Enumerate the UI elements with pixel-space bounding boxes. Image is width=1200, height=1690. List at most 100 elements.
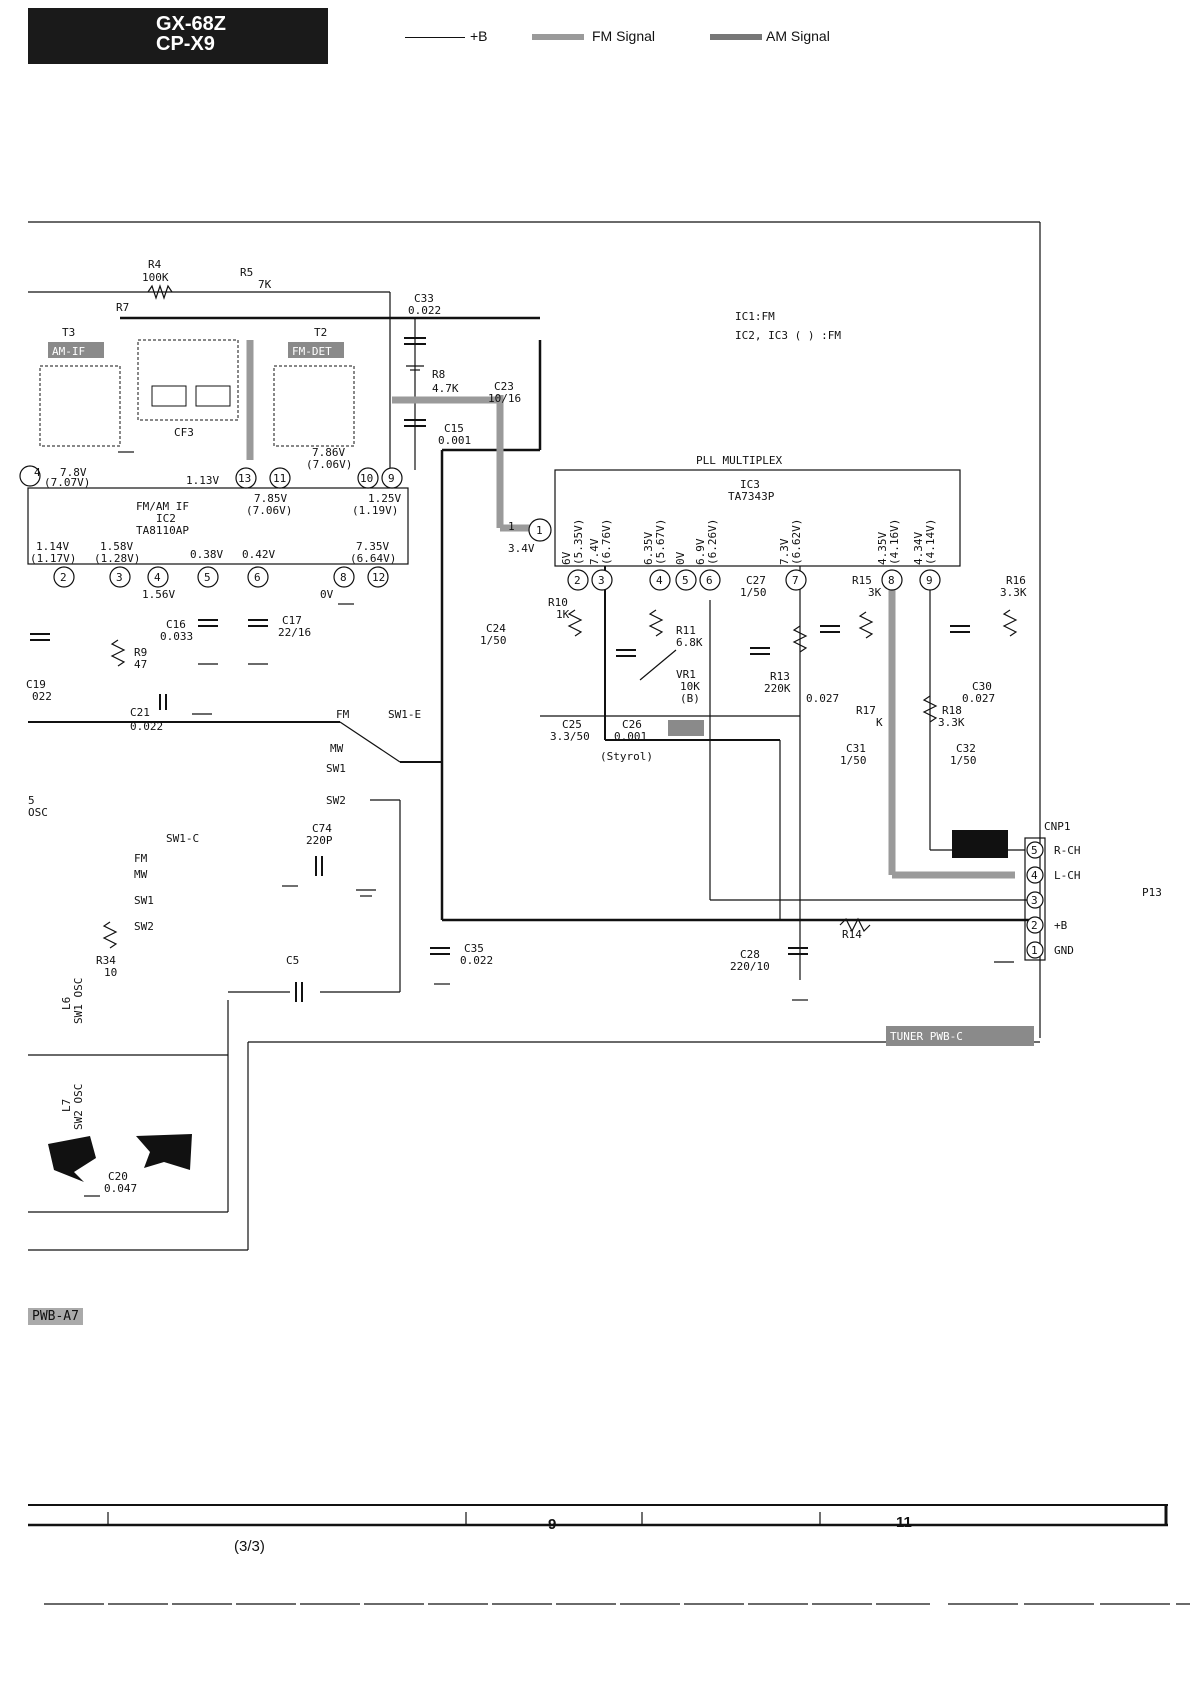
volt-p14: 7.8V [60,466,87,479]
label-vr1: VR1 [676,668,696,681]
label-c31-val: 1/50 [840,754,867,767]
volt-ic3-p9b: (4.14V) [924,519,937,565]
pin-ic2-10: 10 [360,472,373,485]
volt-p9b: (1.19V) [352,504,398,517]
coil-l7: L7 [60,1099,73,1112]
volt-ic3-p2b: (5.35V) [572,519,585,565]
label-r9: R9 [134,646,147,659]
volt-ic3-p2: 6V [560,551,573,565]
label-r4: R4 [148,258,162,271]
connector-pin-4: 4 [1031,869,1038,882]
model-line1: GX-68Z [156,13,227,35]
label-c23-val: 10/16 [488,392,521,405]
note-ic2-ic3: IC2, IC3 ( ) :FM [735,329,841,342]
label-c20: C20 [108,1170,128,1183]
am-signal-arrow-icon [710,34,762,40]
volt-ic3-in: 3.4V [508,542,535,555]
label-c32: C32 [956,742,976,755]
board-tuner: TUNER PWB-C [890,1030,963,1043]
switch-sw1c: SW1-C [166,832,199,845]
fm-signal-arrow-icon [532,34,584,40]
plus-b-line-icon [405,37,465,38]
pin-ic2-8: 8 [340,571,347,584]
volt-p11b: (7.06V) [306,458,352,471]
column-9: 9 [548,1516,557,1533]
connector-gnd: GND [1054,944,1074,957]
label-r9-val: 47 [134,658,147,671]
volt-p9: 1.25V [368,492,401,505]
coil-l7-osc: SW2 OSC [72,1084,85,1130]
label-c74-val: 220P [306,834,333,847]
label-c-027: 0.027 [806,692,839,705]
volt-ic3-p7b: (6.62V) [790,519,803,565]
label-r18-val: 3.3K [938,716,965,729]
label-r8: R8 [432,368,445,381]
tag-t2: FM-DET [292,345,332,358]
switch-c-sw2: SW2 [134,920,154,933]
sheet-number: (3/3) [234,1538,265,1555]
volt-p12b: (6.64V) [350,552,396,565]
volt-ic3-p6: 6.9V [694,538,707,565]
volt-ic3-p9: 4.34V [912,532,925,565]
volt-p8: 0V [320,588,334,601]
column-11: 11 [896,1514,912,1531]
label-c31: C31 [846,742,866,755]
switch-sw1: SW1 [326,762,346,775]
note-ic1: IC1:FM [735,310,775,323]
volt-p3b: (1.28V) [94,552,140,565]
volt-p4: 1.56V [142,588,175,601]
volt-p11c: 7.85V [254,492,287,505]
label-r11: R11 [676,624,696,637]
label-c25: C25 [562,718,582,731]
label-c28: C28 [740,948,760,961]
label-c74: C74 [312,822,332,835]
label-r11-val: 6.8K [676,636,703,649]
label-c27-val: 1/50 [740,586,767,599]
label-c23: C23 [494,380,514,393]
pin-ic2-6: 6 [254,571,261,584]
ic3-ref: IC3 [740,478,760,491]
switch-c-mw: MW [134,868,148,881]
pin-ic3-1b: 1 [536,524,543,537]
label-cf3: CF3 [174,426,194,439]
pin-ic3-6: 6 [706,574,713,587]
volt-ic3-p8: 4.35V [876,532,889,565]
label-c33-val: 0.022 [408,304,441,317]
volt-p1b: (1.17V) [30,552,76,565]
pin-ic3-2: 2 [574,574,581,587]
label-c15-val: 0.001 [438,434,471,447]
model-label: GX-68Z CP-X9 [28,8,328,64]
label-c35-val: 0.022 [460,954,493,967]
label-r10: R10 [548,596,568,609]
ic3-title: PLL MULTIPLEX [696,454,782,467]
label-c17-val: 22/16 [278,626,311,639]
pin-ic2-4: 4 [154,571,161,584]
label-c17: C17 [282,614,302,627]
label-r13: R13 [770,670,790,683]
pin-ic3-7: 7 [792,574,799,587]
label-c16: C16 [166,618,186,631]
label-c33: C33 [414,292,434,305]
label-r17: R17 [856,704,876,717]
label-r18: R18 [942,704,962,717]
volt-p3: 1.58V [100,540,133,553]
label-c28-val: 220/10 [730,960,770,973]
legend-fm-signal: FM Signal [592,28,656,44]
pin-ic2-11: 11 [273,472,286,485]
label-r13-val: 220K [764,682,791,695]
label-r17-val: K [876,716,883,729]
label-r7: R7 [116,301,129,314]
label-vr1-b: (B) [680,692,700,705]
label-r10-val: 1K [556,608,570,621]
label-r5: R5 [240,266,253,279]
label-r16-val: 3.3K [1000,586,1027,599]
label-styrol: (Styrol) [600,750,653,763]
label-c15: C15 [444,422,464,435]
volt-ic3-p4: 6.35V [642,532,655,565]
label-t2: T2 [314,326,327,339]
switch-c-fm: FM [134,852,148,865]
ic2-ref: IC2 [156,512,176,525]
label-r15-val: 3K [868,586,882,599]
